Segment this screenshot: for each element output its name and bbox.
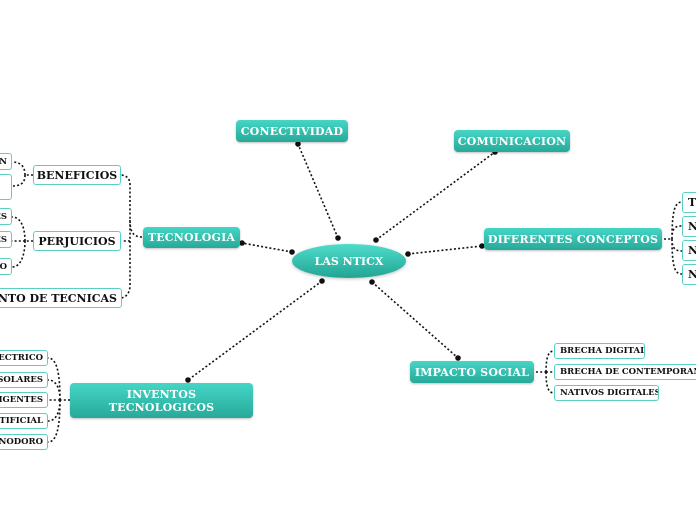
subtopic-tecnicas[interactable]: NTO DE TECNICAS xyxy=(0,288,122,308)
leaf-nativos-digitales[interactable]: NATIVOS DIGITALES xyxy=(554,385,659,401)
center-node[interactable]: LAS NTICX xyxy=(292,244,406,278)
link-dot xyxy=(319,278,325,284)
leaf-perjuicios-3[interactable]: O xyxy=(0,258,12,275)
link-dot xyxy=(185,377,191,383)
topic-label: DIFERENTES CONCEPTOS xyxy=(487,232,659,246)
leaf-brecha-contemporaneos[interactable]: BRECHA DE CONTEMPORANE xyxy=(554,364,696,380)
leaf-label: ES xyxy=(0,211,7,222)
subtopic-label: BENEFICIOS xyxy=(36,168,118,182)
leaf-label: N xyxy=(688,244,696,257)
topic-label-line2: TECNOLOGICOS xyxy=(108,400,215,414)
topic-inventos-tecnologicos[interactable]: INVENTOS TECNOLOGICOS xyxy=(70,383,253,418)
leaf-label: INODORO xyxy=(0,437,43,447)
leaf-label: T xyxy=(688,196,696,209)
topic-impacto-social[interactable]: IMPACTO SOCIAL xyxy=(410,361,534,383)
leaf-concepto-3[interactable]: N xyxy=(682,240,696,261)
link-diferentes xyxy=(407,245,483,255)
leaf-label: LIGENTES xyxy=(0,395,43,405)
leaf-label: N xyxy=(0,157,7,167)
link-dot xyxy=(295,141,301,147)
bracket-inventos xyxy=(47,357,70,443)
topic-comunicacion[interactable]: COMUNICACION xyxy=(454,130,570,152)
link-dot xyxy=(373,237,379,243)
link-conectividad xyxy=(297,143,339,239)
topic-label: COMUNICACION xyxy=(457,134,567,148)
link-dot xyxy=(369,279,375,285)
link-dot xyxy=(455,355,461,361)
bracket-impacto xyxy=(536,350,555,394)
link-dot xyxy=(289,249,295,255)
bracket-tecnologia xyxy=(119,174,143,299)
topic-label: CONECTIVIDAD xyxy=(240,124,344,138)
link-dot xyxy=(405,251,411,257)
link-comunicacion xyxy=(375,151,496,241)
topic-conectividad[interactable]: CONECTIVIDAD xyxy=(236,120,348,142)
subtopic-perjuicios[interactable]: PERJUICIOS xyxy=(33,231,121,251)
leaf-brecha-digital[interactable]: BRECHA DIGITAL xyxy=(554,343,645,359)
leaf-beneficios-1[interactable]: N xyxy=(0,153,12,170)
link-inventos xyxy=(187,280,323,381)
bracket-beneficios xyxy=(11,161,33,187)
leaf-invento-2[interactable]: SOLARES xyxy=(0,372,48,388)
bracket-diferentes xyxy=(664,201,683,275)
leaf-label: O xyxy=(0,261,7,272)
leaf-beneficios-2[interactable] xyxy=(0,174,12,200)
subtopic-label: PERJUICIOS xyxy=(38,234,116,248)
leaf-label: RTIFICIAL xyxy=(0,416,43,426)
leaf-invento-3[interactable]: LIGENTES xyxy=(0,392,48,408)
center-label: LAS NTICX xyxy=(314,254,384,268)
topic-label: IMPACTO SOCIAL xyxy=(414,365,530,379)
topic-tecnologia[interactable]: TECNOLOGIA xyxy=(143,227,240,248)
topic-diferentes-conceptos[interactable]: DIFERENTES CONCEPTOS xyxy=(484,228,662,250)
leaf-invento-4[interactable]: RTIFICIAL xyxy=(0,413,48,429)
leaf-invento-5[interactable]: INODORO xyxy=(0,434,48,450)
leaf-concepto-4[interactable]: N xyxy=(682,264,696,285)
leaf-concepto-2[interactable]: N xyxy=(682,216,696,237)
link-dot xyxy=(479,243,485,249)
subtopic-beneficios[interactable]: BENEFICIOS xyxy=(33,165,121,185)
subtopic-label: NTO DE TECNICAS xyxy=(0,291,117,305)
leaf-label: BRECHA DE CONTEMPORANE xyxy=(560,367,696,377)
leaf-label: N xyxy=(688,268,696,281)
leaf-label: N xyxy=(688,220,696,233)
leaf-label: ES xyxy=(0,234,7,245)
link-tecnologia xyxy=(241,242,293,253)
leaf-label: NATIVOS DIGITALES xyxy=(560,388,659,398)
topic-label-line1: INVENTOS xyxy=(126,387,197,401)
topic-label: TECNOLOGIA xyxy=(147,231,236,244)
leaf-invento-1[interactable]: LECTRICO xyxy=(0,350,48,366)
leaf-perjuicios-2[interactable]: ES xyxy=(0,231,12,248)
leaf-label: LECTRICO xyxy=(0,353,43,363)
leaf-label: BRECHA DIGITAL xyxy=(560,346,645,356)
bracket-perjuicios xyxy=(11,216,33,268)
link-dot xyxy=(239,240,245,246)
leaf-perjuicios-1[interactable]: ES xyxy=(0,208,12,225)
leaf-concepto-1[interactable]: T xyxy=(682,192,696,213)
leaf-label: SOLARES xyxy=(0,375,43,385)
link-impacto xyxy=(371,281,459,359)
link-dot xyxy=(335,235,341,241)
